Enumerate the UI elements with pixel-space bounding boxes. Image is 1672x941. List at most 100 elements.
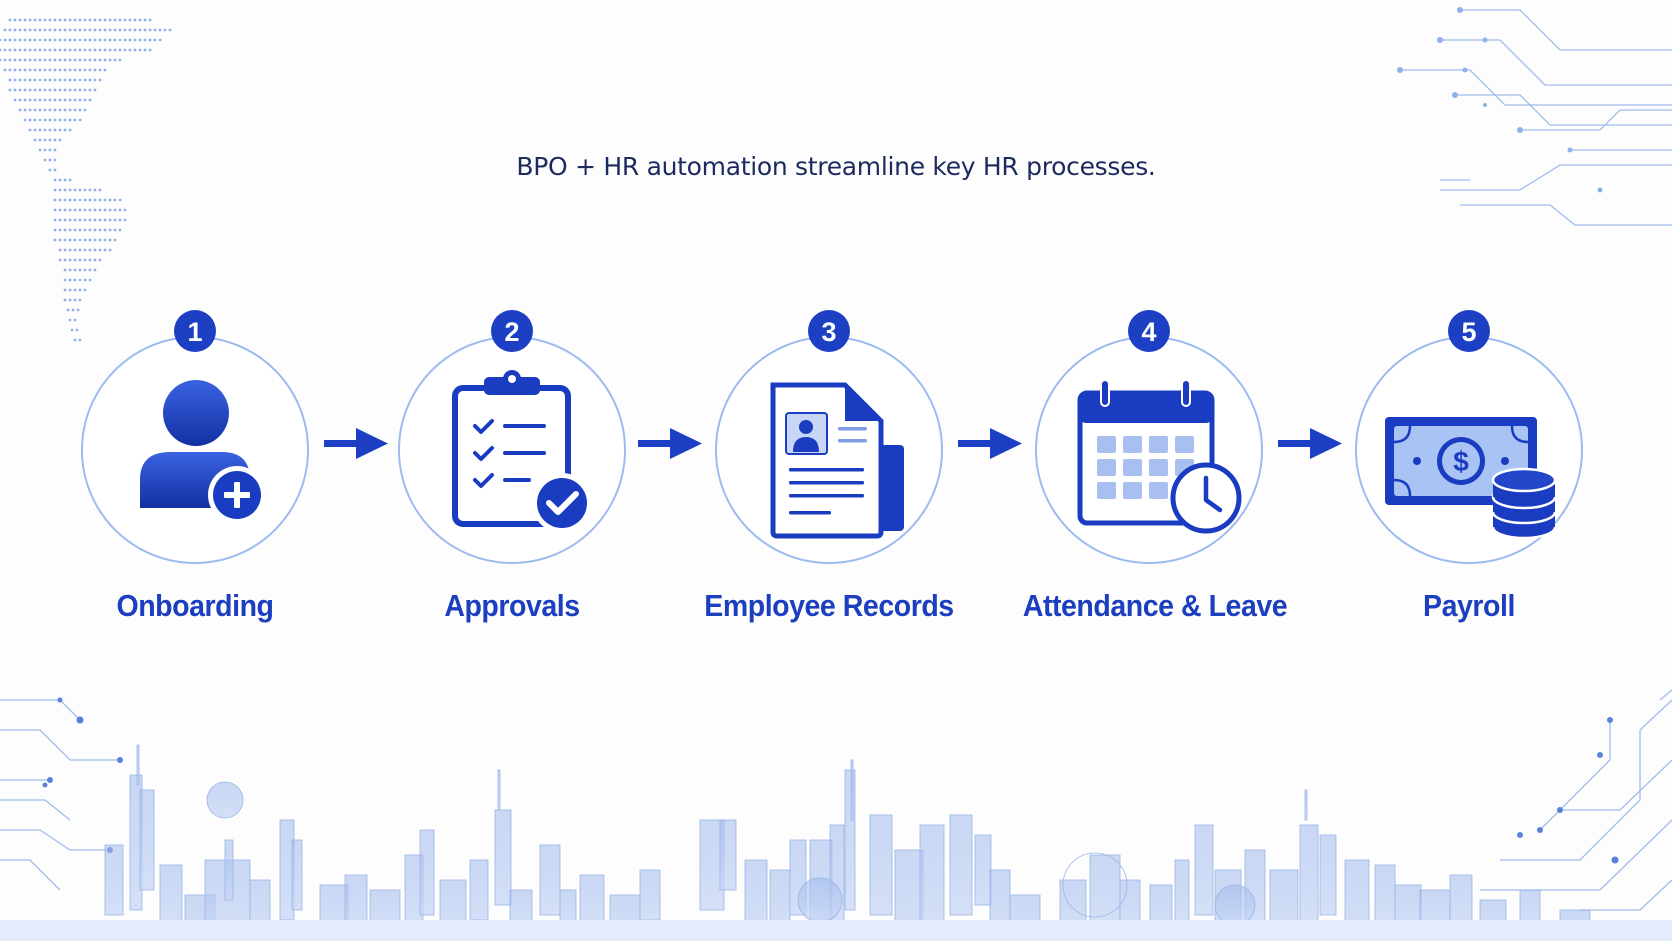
map-dot [78, 48, 82, 52]
skyline-building [919, 824, 945, 926]
map-dot [53, 168, 57, 172]
map-dot [3, 28, 7, 32]
map-dot [108, 28, 112, 32]
step-attendance-leave[interactable]: 4 [1035, 310, 1263, 564]
step-circle [81, 336, 309, 564]
map-dot [18, 28, 22, 32]
map-dot [0, 48, 2, 52]
calendar-day [1149, 436, 1168, 453]
arrow-2-3 [638, 428, 702, 459]
skyline-ground [0, 920, 1672, 941]
map-dot [33, 68, 37, 72]
map-dot [43, 48, 47, 52]
map-dot [103, 198, 107, 202]
map-dot [83, 38, 87, 42]
step-payroll[interactable]: $ 5 [1355, 310, 1583, 564]
map-dot [78, 238, 82, 242]
map-dot [93, 88, 97, 92]
calendar-day [1097, 436, 1116, 453]
map-dot [68, 28, 72, 32]
map-dot [78, 208, 82, 212]
map-dot [93, 68, 97, 72]
map-dot [53, 128, 57, 132]
arrow-3-4 [958, 428, 1022, 459]
money-coins-icon: $ [1385, 417, 1557, 540]
map-dot [43, 58, 47, 62]
map-dot [108, 248, 112, 252]
map-dot [88, 78, 92, 82]
map-dot [33, 138, 37, 142]
map-dot [58, 118, 62, 122]
arrow-1-2 [324, 428, 388, 459]
map-dot [63, 278, 67, 282]
step-label-payroll: Payroll [1423, 588, 1515, 623]
map-dot [113, 208, 117, 212]
map-dot [103, 38, 107, 42]
map-dot [88, 248, 92, 252]
map-dot [88, 28, 92, 32]
step-approvals[interactable]: 2 [398, 310, 626, 564]
map-dot [103, 208, 107, 212]
step-number: 4 [1141, 317, 1156, 347]
map-dot [0, 38, 2, 42]
map-dot [58, 58, 62, 62]
map-dot [63, 98, 67, 102]
map-dot [28, 28, 32, 32]
map-dot [98, 218, 102, 222]
map-dot [58, 258, 62, 262]
skyline-spire [850, 759, 854, 821]
map-dot [68, 98, 72, 102]
skyline-building [291, 839, 303, 911]
map-dot [93, 58, 97, 62]
map-dot [68, 248, 72, 252]
map-dot [68, 38, 72, 42]
map-dot [58, 178, 62, 182]
map-dot [33, 58, 37, 62]
map-dot [83, 48, 87, 52]
map-dot [98, 78, 102, 82]
skyline-building [844, 769, 856, 911]
map-dot [63, 178, 67, 182]
skyline-building [894, 849, 924, 931]
map-dot [78, 228, 82, 232]
map-dot [58, 98, 62, 102]
map-dot [53, 68, 57, 72]
map-dot [63, 128, 67, 132]
map-dot [53, 98, 57, 102]
step-employee-records[interactable]: 3 [715, 310, 943, 564]
map-dot [73, 228, 77, 232]
step-number: 3 [821, 317, 836, 347]
map-dot [28, 88, 32, 92]
map-dot [18, 58, 22, 62]
skyline-building [949, 814, 973, 916]
map-dot [98, 48, 102, 52]
map-dot [48, 18, 52, 22]
map-dot [43, 68, 47, 72]
map-dot [63, 68, 67, 72]
map-dot [23, 18, 27, 22]
map-dot [33, 98, 37, 102]
map-dot [68, 68, 72, 72]
svg-text:$: $ [1453, 446, 1469, 477]
calendar-day [1123, 459, 1142, 476]
step-onboarding[interactable]: 1 [81, 310, 309, 564]
map-dot [18, 18, 22, 22]
map-dot [78, 98, 82, 102]
map-dot [73, 58, 77, 62]
map-dot [68, 188, 72, 192]
map-dot [73, 238, 77, 242]
map-dot [58, 188, 62, 192]
map-dot [108, 228, 112, 232]
clipboard-check-icon [452, 370, 592, 533]
map-dot [88, 268, 92, 272]
map-dot [73, 88, 77, 92]
map-dot [73, 288, 77, 292]
map-dot [143, 28, 147, 32]
map-dot [93, 218, 97, 222]
map-dot [53, 48, 57, 52]
map-dot [83, 28, 87, 32]
map-dot [28, 98, 32, 102]
map-dot [108, 38, 112, 42]
map-dot [108, 198, 112, 202]
